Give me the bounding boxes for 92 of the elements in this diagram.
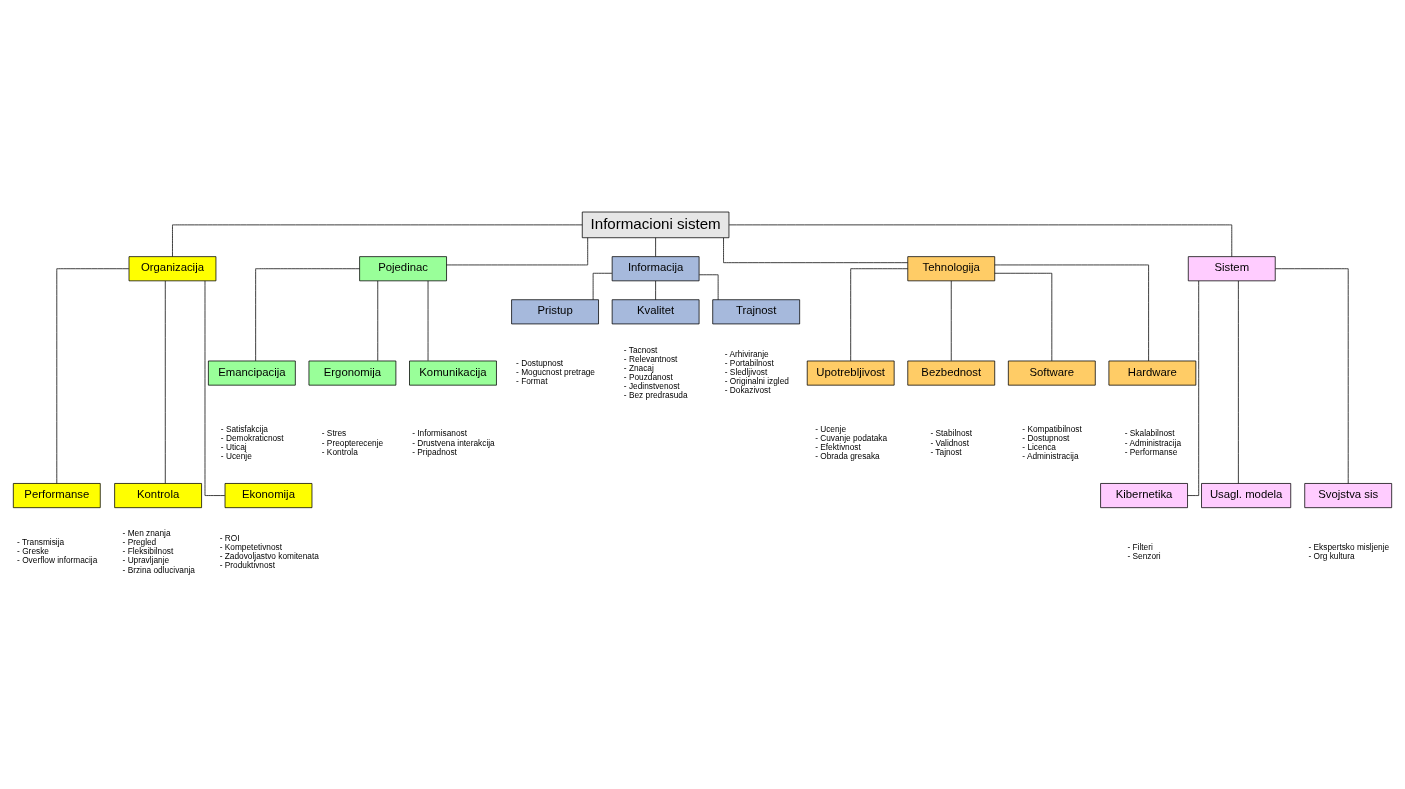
- node-label: - Ucenje: [220, 450, 252, 461]
- node-label: - Kompatibilnost: [1022, 423, 1082, 434]
- node-box: Organizacija: [128, 255, 217, 281]
- connector: [377, 280, 379, 361]
- node-label: - Zadovoljastvo komitenata: [219, 550, 319, 561]
- node-box: Usagl. modela: [1201, 482, 1292, 508]
- connector: [723, 237, 908, 263]
- node-label: - Originalni izgled: [724, 375, 789, 386]
- node-box: Sistem: [1187, 255, 1276, 281]
- node-label: - Obrada gresaka: [815, 450, 880, 461]
- connector: [446, 236, 589, 265]
- node-label: - Preopterecenje: [321, 437, 384, 448]
- connector: [255, 267, 360, 361]
- connector: [655, 280, 656, 300]
- node-label: - Administracija: [1022, 450, 1079, 461]
- node-box: Informacioni sistem: [581, 211, 730, 238]
- node-box: Kvalitet: [611, 298, 700, 324]
- node-label: - Bez predrasuda: [623, 389, 688, 400]
- node-label: - Senzori: [1127, 550, 1161, 561]
- node-box: Pristup: [511, 298, 599, 324]
- node-box: Hardware: [1108, 360, 1197, 386]
- node-label: - Pregled: [122, 536, 157, 547]
- node-label: - Ucenje: [815, 423, 847, 434]
- node-box: Software: [1007, 360, 1096, 386]
- node-label: - Format: [516, 375, 548, 386]
- node-label: - Efektivnost: [815, 441, 861, 452]
- node-box: Bezbednost: [907, 360, 996, 386]
- connector: [1275, 267, 1349, 484]
- connector: [850, 267, 909, 361]
- node-box: Informacija: [611, 255, 700, 281]
- node-label: - Relevantnost: [623, 353, 678, 364]
- node-label: - Satisfakcija: [220, 423, 268, 434]
- node-label: - Cuvanje podataka: [815, 432, 888, 443]
- node-label: - Licenca: [1022, 441, 1056, 452]
- node-label: - Administracija: [1124, 437, 1182, 448]
- connector: [950, 280, 952, 361]
- node-box: Svojstva sis: [1304, 482, 1393, 508]
- connector: [164, 280, 166, 484]
- node-label: - Overflow informacija: [17, 554, 98, 565]
- node-box: Emancipacija: [208, 360, 296, 386]
- node-box: Tehnologija: [907, 255, 996, 281]
- node-label: - Dostupnost: [516, 357, 564, 368]
- node-label: - Demokraticnost: [220, 432, 284, 443]
- node-label: - Jedinstvenost: [623, 380, 680, 391]
- node-label: - Drustvena interakcija: [412, 437, 495, 448]
- connector: [1187, 280, 1200, 496]
- node-label: - Org kultura: [1308, 550, 1355, 561]
- node-label: - Upravljanje: [122, 554, 170, 565]
- node-label: - Sledljivost: [724, 366, 768, 377]
- node-label: - Dokazivost: [724, 384, 771, 395]
- node-label: - Informisanost: [412, 427, 468, 438]
- node-label: - Kompetetivnost: [219, 541, 282, 552]
- connector: [699, 273, 719, 300]
- connector: [1238, 280, 1239, 484]
- node-box: Pojedinac: [359, 255, 447, 281]
- node-label: - Stres: [321, 427, 347, 438]
- node-label: - Arhiviranje: [724, 348, 769, 359]
- node-label: - ROI: [219, 532, 240, 543]
- node-box: Upotrebljivost: [806, 360, 895, 386]
- node-box: Kontrola: [114, 482, 202, 508]
- node-label: - Transmisija: [17, 536, 65, 547]
- connector: [56, 267, 130, 484]
- node-label: - Stabilnost: [930, 427, 972, 438]
- node-label: - Men znanja: [122, 527, 171, 538]
- node-label: - Uticaj: [220, 441, 247, 452]
- node-label: - Dostupnost: [1022, 432, 1070, 443]
- connector: [204, 280, 226, 496]
- node-box: Trajnost: [712, 298, 801, 324]
- node-label: - Greske: [17, 545, 49, 556]
- node-box: Ekonomija: [224, 482, 313, 508]
- node-label: - Portabilnost: [724, 357, 774, 368]
- connector: [655, 236, 656, 257]
- node-label: - Pouzdanost: [623, 371, 673, 382]
- node-label: - Mogucnost pretrage: [516, 366, 595, 377]
- connector: [172, 224, 583, 257]
- node-label: - Pripadnost: [412, 446, 457, 457]
- node-box: Performanse: [12, 482, 101, 508]
- node-label: - Produktivnost: [219, 559, 276, 570]
- node-box: Ergonomija: [308, 360, 397, 386]
- node-label: - Validnost: [930, 437, 970, 448]
- connector: [994, 272, 1053, 361]
- connector: [728, 224, 1233, 257]
- connector: [994, 264, 1149, 361]
- node-label: - Tacnost: [623, 344, 658, 355]
- node-box: Kibernetika: [1100, 482, 1188, 508]
- node-label: - Filteri: [1127, 541, 1153, 552]
- node-label: - Ekspertsko misljenje: [1308, 541, 1390, 552]
- node-box: Komunikacija: [409, 360, 497, 386]
- node-label: - Tajnost: [930, 446, 962, 457]
- connector: [592, 272, 613, 300]
- node-label: - Skalabilnost: [1124, 427, 1175, 438]
- node-label: - Znacaj: [623, 362, 654, 373]
